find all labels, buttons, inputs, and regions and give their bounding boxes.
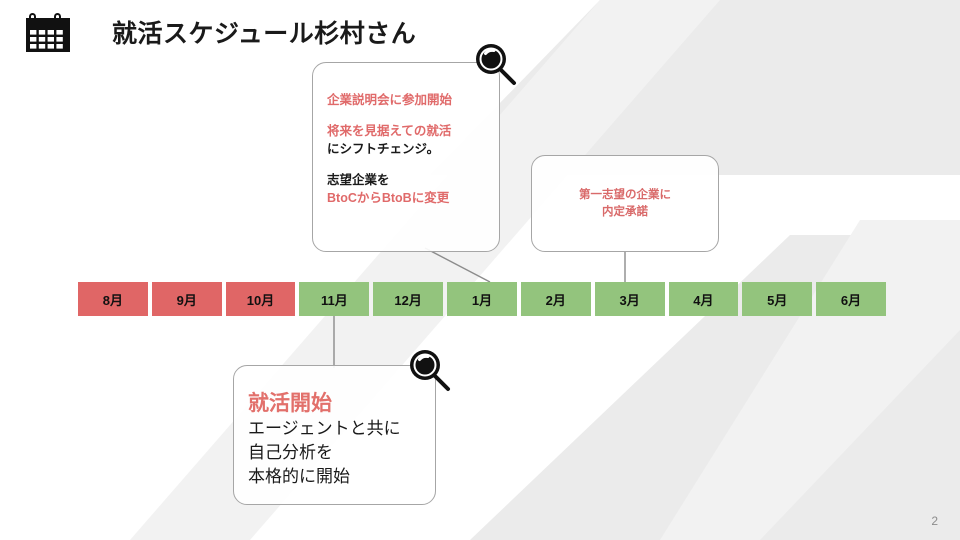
callout-start[interactable]: 就活開始 エージェントと共に 自己分析を 本格的に開始 (233, 365, 436, 505)
callout-start-line-1: エージェントと共に (248, 419, 401, 438)
callout-strategy-line-4: 志望企業を (327, 173, 390, 187)
callout-strategy-line-1: 企業説明会に参加開始 (327, 93, 453, 107)
page-title: 就活スケジュール杉村さん (112, 20, 417, 48)
month-cell[interactable]: 4月 (668, 282, 739, 316)
month-cell[interactable]: 6月 (816, 282, 886, 316)
callout-strategy-line-5: BtoCからBtoBに変更 (327, 191, 450, 205)
month-cell[interactable]: 2月 (520, 282, 591, 316)
callout-offer-line-1: 第一志望の企業に (579, 188, 671, 201)
callout-offer-text: 第一志望の企業に 内定承諾 (579, 187, 671, 221)
calendar-icon (26, 13, 70, 52)
month-cell[interactable]: 11月 (299, 282, 370, 316)
magnifier-icon (476, 44, 516, 85)
month-cell[interactable]: 9月 (151, 282, 222, 316)
callout-strategy[interactable]: 企業説明会に参加開始 将来を見据えての就活 にシフトチェンジ。 志望企業を Bt… (312, 62, 500, 252)
month-cell[interactable]: 8月 (78, 282, 148, 316)
callout-strategy-line-3: にシフトチェンジ。 (327, 142, 440, 156)
month-cell[interactable]: 10月 (225, 282, 296, 316)
callout-start-line-3: 本格的に開始 (248, 467, 350, 486)
page-number: 2 (931, 514, 938, 528)
callout-start-line-2: 自己分析を (248, 443, 333, 462)
month-cell[interactable]: 3月 (594, 282, 665, 316)
callout-start-title: 就活開始 (248, 392, 332, 415)
month-cell[interactable]: 5月 (742, 282, 813, 316)
month-cell[interactable]: 12月 (373, 282, 444, 316)
magnifier-icon (410, 350, 450, 391)
month-cell[interactable]: 1月 (447, 282, 517, 316)
callout-offer-line-2: 内定承諾 (602, 205, 648, 218)
callout-offer[interactable]: 第一志望の企業に 内定承諾 (531, 155, 719, 252)
callout-strategy-line-2: 将来を見据えての就活 (327, 124, 452, 138)
